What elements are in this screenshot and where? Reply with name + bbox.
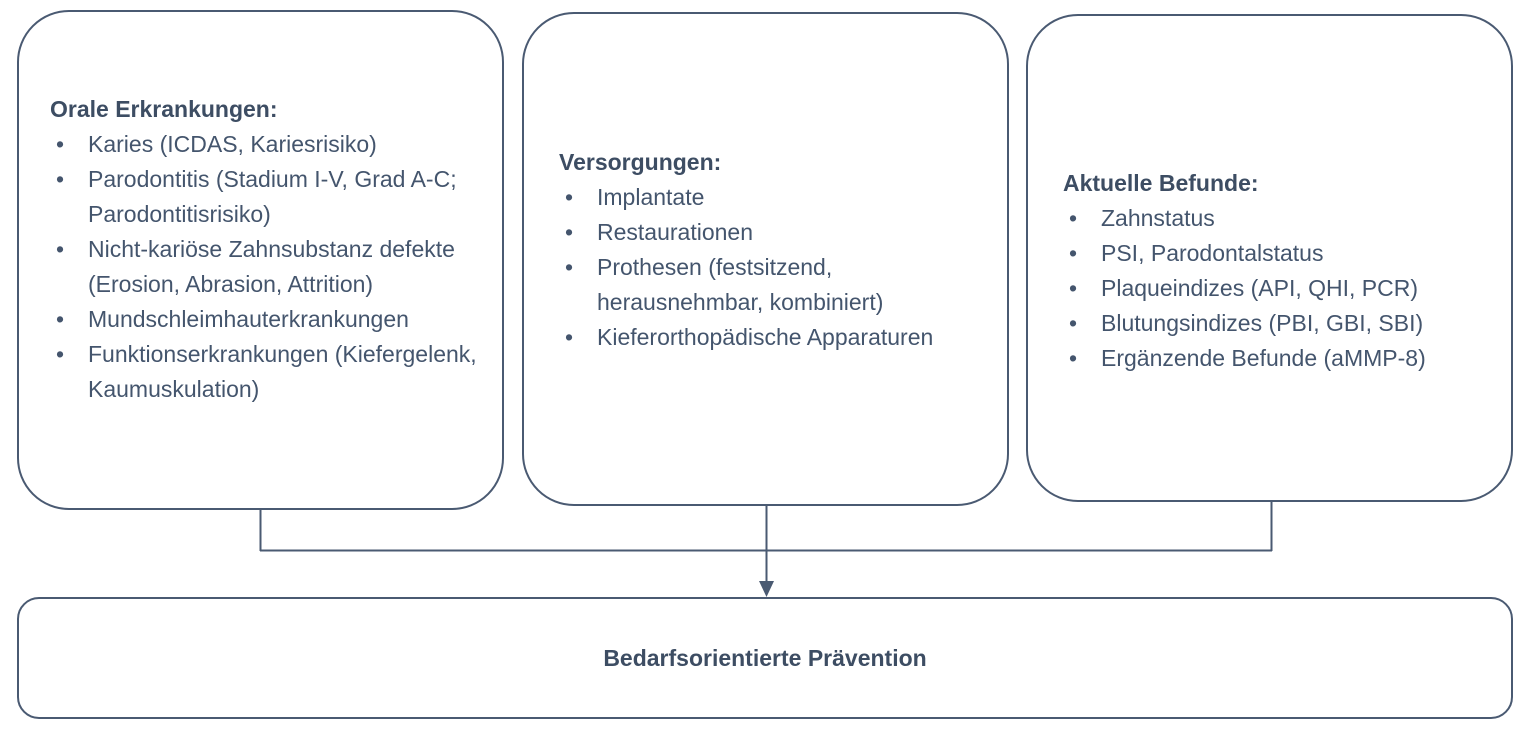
card-current-findings-heading: Aktuelle Befunde:: [1063, 170, 1259, 196]
list-item-label: Implantate: [597, 184, 705, 210]
list-item: • Plaqueindizes (API, QHI, PCR): [1063, 271, 1503, 306]
list-item-label: Nicht-kariöse Zahnsubstanz defekte (Eros…: [88, 236, 455, 297]
card-oral-diseases: Orale Erkrankungen: • Karies (ICDAS, Kar…: [17, 10, 504, 510]
card-current-findings: Aktuelle Befunde: • Zahnstatus • PSI, Pa…: [1026, 14, 1513, 502]
list-item: • PSI, Parodontalstatus: [1063, 236, 1503, 271]
list-item: • Karies (ICDAS, Kariesrisiko): [50, 127, 490, 162]
bullet-dot-icon: •: [565, 184, 574, 210]
list-item-label: Mundschleimhauterkrankungen: [88, 306, 409, 332]
bullet-dot-icon: •: [565, 219, 574, 245]
list-item-label: Blutungsindizes (PBI, GBI, SBI): [1101, 310, 1424, 336]
list-item: • Zahnstatus: [1063, 201, 1503, 236]
prevention-outcome-label: Bedarfsorientierte Prävention: [603, 644, 927, 671]
card-oral-diseases-body: Orale Erkrankungen: • Karies (ICDAS, Kar…: [50, 92, 490, 407]
list-item-label: Plaqueindizes (API, QHI, PCR): [1101, 275, 1419, 301]
card-oral-diseases-heading: Orale Erkrankungen:: [50, 96, 278, 122]
list-item-label: Zahnstatus: [1101, 205, 1215, 231]
bullet-dot-icon: •: [1069, 275, 1078, 301]
card-prevention-outcome: Bedarfsorientierte Prävention: [17, 597, 1513, 719]
bullet-dot-icon: •: [1069, 345, 1078, 371]
list-item: • Blutungsindizes (PBI, GBI, SBI): [1063, 306, 1503, 341]
list-item: • Restaurationen: [559, 215, 999, 250]
bullet-dot-icon: •: [1069, 310, 1078, 336]
bullet-dot-icon: •: [565, 254, 574, 280]
card-current-findings-list: • Zahnstatus • PSI, Parodontalstatus • P…: [1063, 201, 1503, 376]
list-item-label: Ergänzende Befunde (aMMP-8): [1101, 345, 1426, 371]
bullet-dot-icon: •: [1069, 240, 1078, 266]
bullet-dot-icon: •: [565, 324, 574, 350]
list-item: • Prothesen (festsitzend, herausnehmbar,…: [559, 250, 999, 320]
list-item: • Kieferorthopädische Apparaturen: [559, 320, 999, 355]
card-current-findings-body: Aktuelle Befunde: • Zahnstatus • PSI, Pa…: [1063, 166, 1503, 376]
list-item-label: Restaurationen: [597, 219, 753, 245]
card-restorations-heading: Versorgungen:: [559, 149, 722, 175]
list-item-label: PSI, Parodontalstatus: [1101, 240, 1324, 266]
bullet-dot-icon: •: [56, 341, 65, 367]
list-item: • Funktionserkrankungen (Kiefergelenk, K…: [50, 337, 490, 407]
list-item: • Parodontitis (Stadium I-V, Grad A-C; P…: [50, 162, 490, 232]
list-item: • Nicht-kariöse Zahnsubstanz defekte (Er…: [50, 232, 490, 302]
card-restorations-list: • Implantate • Restaurationen • Prothese…: [559, 180, 999, 355]
list-item-label: Prothesen (festsitzend, herausnehmbar, k…: [597, 254, 884, 315]
list-item-label: Parodontitis (Stadium I-V, Grad A-C; Par…: [88, 166, 457, 227]
list-item-label: Funktionserkrankungen (Kiefergelenk, Kau…: [88, 341, 477, 402]
bullet-dot-icon: •: [1069, 205, 1078, 231]
bullet-dot-icon: •: [56, 131, 65, 157]
bullet-dot-icon: •: [56, 306, 65, 332]
list-item-label: Kieferorthopädische Apparaturen: [597, 324, 934, 350]
bullet-dot-icon: •: [56, 166, 65, 192]
list-item-label: Karies (ICDAS, Kariesrisiko): [88, 131, 377, 157]
list-item: • Implantate: [559, 180, 999, 215]
arrow-head-icon: [759, 581, 774, 597]
list-item: • Mundschleimhauterkrankungen: [50, 302, 490, 337]
card-restorations: Versorgungen: • Implantate • Restauratio…: [522, 12, 1009, 506]
bullet-dot-icon: •: [56, 236, 65, 262]
card-oral-diseases-list: • Karies (ICDAS, Kariesrisiko) • Parodon…: [50, 127, 490, 407]
card-restorations-body: Versorgungen: • Implantate • Restauratio…: [559, 145, 999, 355]
list-item: • Ergänzende Befunde (aMMP-8): [1063, 341, 1503, 376]
